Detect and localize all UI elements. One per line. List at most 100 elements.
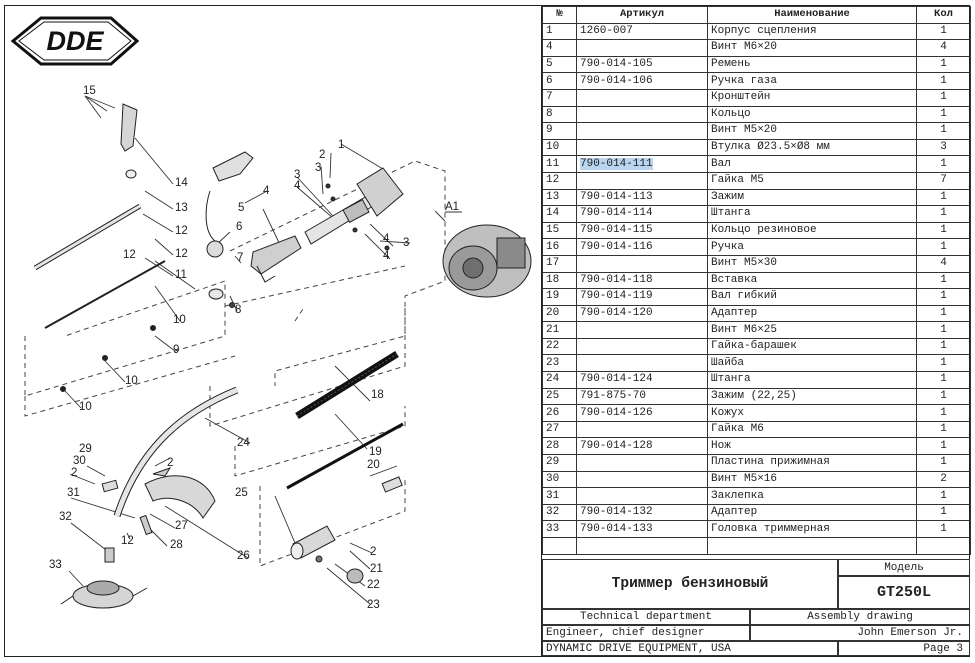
part-shapes — [33, 103, 532, 609]
part-qty: 1 — [916, 404, 971, 422]
part-qty: 1 — [916, 520, 971, 538]
header-qty: Кол — [916, 6, 971, 24]
department: Technical department — [542, 609, 750, 625]
part-name: Шайба — [707, 354, 917, 373]
part-name: Вал — [707, 155, 917, 173]
callout-27: 27 — [175, 520, 188, 532]
part-number: 1 — [542, 22, 577, 41]
part-article: 790-014-118 — [576, 271, 708, 290]
part-article: 790-014-113 — [576, 188, 708, 207]
part-article: 791-875-70 — [576, 387, 708, 406]
callout-12: 11 — [175, 269, 187, 281]
part-qty: 1 — [916, 105, 971, 124]
part-number: 7 — [542, 88, 577, 107]
callout-4a: 3 — [294, 169, 300, 181]
part-number: 31 — [542, 487, 577, 505]
part-number: 18 — [542, 271, 577, 290]
callout-3: 3 — [403, 237, 409, 249]
part-name: Кольцо резиновое — [707, 221, 917, 240]
exploded-view-drawing: DDE — [5, 6, 541, 656]
part-name: Адаптер — [707, 304, 917, 323]
part-article: 790-014-133 — [576, 520, 708, 538]
part-article: 790-014-120 — [576, 304, 708, 323]
part-number: 13 — [542, 188, 577, 207]
part-number: 29 — [542, 454, 577, 472]
part-article: 790-014-116 — [576, 238, 708, 256]
callout-1: 1 — [338, 139, 344, 151]
part-number — [542, 537, 577, 555]
part-name: Вставка — [707, 271, 917, 290]
part-article: 790-014-114 — [576, 205, 708, 223]
part-qty: 1 — [916, 437, 971, 456]
callout-23: 23 — [367, 599, 380, 611]
part-qty: 1 — [916, 321, 971, 339]
callout-10b: 10 — [125, 375, 138, 387]
part-name: Штанга — [707, 205, 917, 223]
part-qty: 1 — [916, 487, 971, 505]
callout-4d: 4 — [383, 250, 390, 262]
part-number: 23 — [542, 354, 577, 373]
callout-8: 7 — [237, 252, 243, 264]
part-number: 9 — [542, 122, 577, 140]
part-number: 24 — [542, 371, 577, 389]
part-name: Гайка-барашек — [707, 337, 917, 356]
table-header-row: № Артикул Наименование Кол — [542, 6, 971, 24]
part-number: 28 — [542, 437, 577, 456]
part-article — [576, 487, 708, 505]
part-name: Вал гибкий — [707, 288, 917, 306]
role: Engineer, chief designer — [542, 625, 750, 641]
part-article: 790-014-111 — [576, 155, 708, 173]
callout-33: 33 — [49, 559, 62, 571]
part-article — [576, 470, 708, 489]
part-number: 10 — [542, 138, 577, 157]
part-name: Гайка М6 — [707, 420, 917, 439]
dde-logo: DDE — [10, 16, 140, 66]
part-article — [576, 171, 708, 190]
callout-a1: A1 — [445, 201, 459, 213]
part-number: 16 — [542, 238, 577, 256]
part-name: Ремень — [707, 55, 917, 74]
callout-13: 12 — [175, 248, 188, 260]
header-name: Наименование — [707, 6, 917, 24]
part-name: Пластина прижимная — [707, 454, 917, 472]
part-article — [576, 354, 708, 373]
part-name: Корпус сцепления — [707, 22, 917, 41]
callout-9: 8 — [235, 304, 241, 316]
callout-22: 22 — [367, 579, 380, 591]
part-number: 19 — [542, 288, 577, 306]
part-qty: 1 — [916, 122, 971, 140]
part-qty: 1 — [916, 205, 971, 223]
drawing-sheet: DDE — [4, 5, 971, 657]
company: DYNAMIC DRIVE EQUIPMENT, USA — [542, 641, 838, 656]
part-qty: 3 — [916, 138, 971, 157]
part-number: 33 — [542, 520, 577, 538]
selected-article-text[interactable]: 790-014-111 — [580, 157, 653, 170]
title-block: Триммер бензиновый Модель GT250L Technic… — [542, 559, 970, 656]
model-name: GT250L — [838, 576, 970, 609]
part-article: 790-014-126 — [576, 404, 708, 422]
part-qty: 4 — [916, 39, 971, 57]
header-article: Артикул — [576, 6, 708, 24]
callout-5: 4 — [263, 185, 270, 197]
callout-6: 5 — [238, 202, 244, 214]
logo-text: DDE — [46, 26, 104, 56]
callout-3a: 3 — [315, 162, 321, 174]
part-number: 17 — [542, 254, 577, 273]
part-qty: 2 — [916, 470, 971, 489]
